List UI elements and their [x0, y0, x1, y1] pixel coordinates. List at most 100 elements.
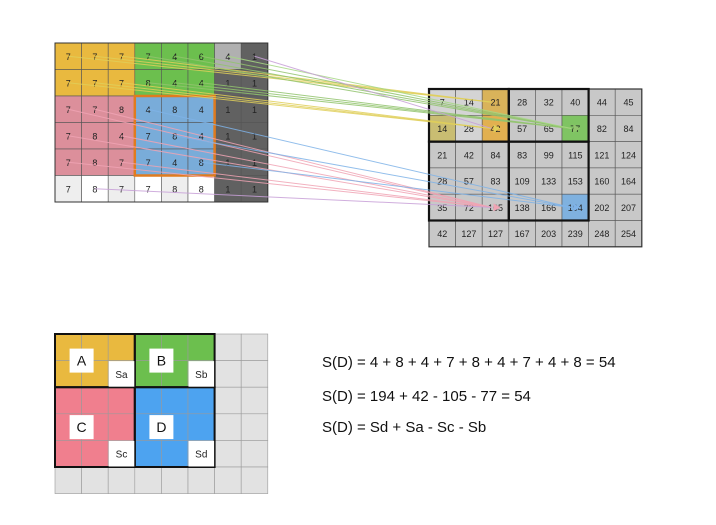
- connector-line: [201, 161, 572, 208]
- source-cell-value: 4: [172, 158, 177, 168]
- region-cell: [134, 386, 162, 415]
- integral-cell-value: 42: [437, 229, 447, 239]
- connector-line: [94, 55, 492, 103]
- connector-line: [201, 82, 572, 129]
- integral-cell-value: 239: [568, 229, 583, 239]
- corner-label-sb-box: [188, 361, 215, 387]
- connector-line: [68, 108, 492, 208]
- equation-integral-sum: S(D) = 194 + 42 - 105 - 77 = 54: [322, 388, 531, 405]
- integral-cell-value: 65: [544, 124, 554, 134]
- integral-cell: [614, 220, 643, 248]
- connector-line: [68, 82, 492, 129]
- region-cell: [81, 440, 109, 468]
- connector-line: [201, 55, 572, 129]
- source-cell-value: 4: [199, 105, 204, 115]
- integral-cell-value: 254: [621, 229, 636, 239]
- region-cell: [240, 386, 269, 415]
- connector-line: [254, 55, 492, 129]
- region-cell: [54, 386, 82, 415]
- region-cell: [161, 386, 189, 415]
- source-cell-value: 7: [146, 184, 151, 194]
- integral-cell: [508, 141, 536, 169]
- source-cell-value: 1: [225, 78, 230, 88]
- region-cell: [54, 466, 82, 494]
- connector-line: [147, 108, 572, 208]
- integral-cell: [588, 220, 616, 248]
- region-cell: [187, 333, 215, 361]
- source-cell-value: 8: [172, 184, 177, 194]
- integral-cell-value: 248: [594, 229, 609, 239]
- integral-cell-value: 35: [437, 203, 447, 213]
- source-cell-value: 8: [199, 184, 204, 194]
- integral-cell: [535, 167, 563, 195]
- region-label-d-box: [149, 415, 174, 440]
- corner-label-sc: Sc: [116, 450, 128, 461]
- integral-cell: [508, 220, 536, 248]
- integral-cell-value: 153: [568, 177, 583, 187]
- query-window-outline: [133, 94, 216, 177]
- source-cell-value: 1: [252, 131, 257, 141]
- region-cell: [161, 466, 189, 494]
- connector-arrows: [68, 55, 581, 212]
- integral-block-d: [507, 140, 590, 222]
- integral-cell-value: 28: [464, 124, 474, 134]
- integral-cell-value: 72: [464, 203, 474, 213]
- integral-cell-value: 127: [461, 229, 476, 239]
- source-cell-value: 8: [172, 105, 177, 115]
- integral-cell: [481, 220, 510, 248]
- region-cell: [214, 466, 242, 494]
- source-cell-value: 1: [225, 105, 230, 115]
- integral-cell-value: 32: [544, 98, 554, 108]
- source-cell-value: 1: [252, 78, 257, 88]
- corner-label-sa: Sa: [115, 370, 128, 381]
- integral-cell-value: 14: [437, 124, 447, 134]
- integral-cell-value: 45: [623, 98, 633, 108]
- integral-cell: [588, 88, 616, 116]
- integral-cell: [535, 88, 563, 116]
- source-cell: [161, 95, 189, 123]
- region-cell: [81, 386, 109, 415]
- corner-label-sc-box: [108, 440, 135, 467]
- region-cell: [107, 413, 136, 441]
- region-cell: [240, 333, 269, 361]
- source-grid-border: [54, 42, 269, 203]
- integral-cell-value: 57: [464, 177, 474, 187]
- region-cell: [214, 440, 242, 468]
- source-cell-value: 4: [199, 131, 204, 141]
- region-cell: [54, 440, 82, 468]
- connector-line: [121, 82, 492, 129]
- source-cell-value: 1: [252, 184, 257, 194]
- integral-cell: [561, 167, 589, 195]
- region-cell: [81, 466, 109, 494]
- integral-cell-value: 133: [541, 177, 556, 187]
- integral-cell-value: 7: [440, 98, 445, 108]
- integral-image-grid: 7142128324044451428425765778284214284839…: [427, 87, 643, 248]
- connector-line: [174, 135, 572, 208]
- integral-cell: [614, 115, 643, 142]
- integral-cell-value: 207: [621, 203, 636, 213]
- equation-general-formula: S(D) = Sd + Sa - Sc - Sb: [322, 419, 487, 436]
- integral-cell-value: 83: [517, 150, 527, 160]
- connector-arrowhead: [493, 203, 501, 212]
- region-cell: [240, 440, 269, 468]
- integral-cell-value: 40: [570, 98, 580, 108]
- connector-line: [94, 82, 492, 129]
- integral-cell-value: 82: [597, 124, 607, 134]
- region-cell: [214, 413, 242, 441]
- integral-cell-value: 160: [594, 177, 609, 187]
- region-label-b: B: [157, 353, 166, 369]
- region-label-c-box: [69, 415, 94, 440]
- region-cell: [240, 413, 269, 441]
- connector-line: [148, 55, 572, 129]
- connector-arrowhead: [573, 124, 581, 133]
- source-cell-value: 7: [119, 184, 124, 194]
- integral-cell: [508, 167, 536, 195]
- connector-line: [94, 188, 492, 208]
- connector-line: [121, 135, 492, 208]
- corner-label-sa-box: [108, 361, 135, 387]
- integral-cell-value: 44: [597, 98, 607, 108]
- region-cell: [161, 440, 189, 468]
- region-cell: [107, 386, 136, 415]
